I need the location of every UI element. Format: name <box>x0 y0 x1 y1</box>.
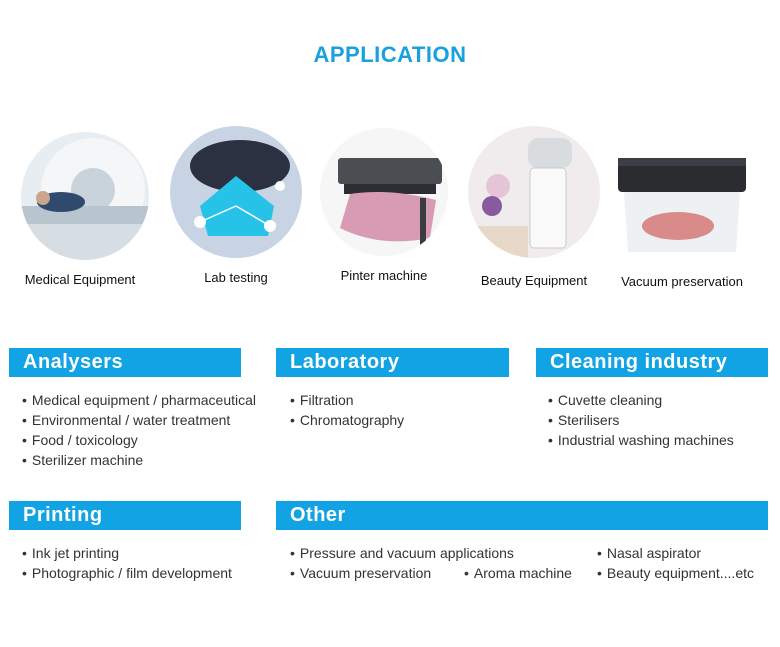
section-header-other: Other <box>276 501 768 530</box>
lab-glove-photo-icon <box>170 126 302 258</box>
list-item: Sterilizer machine <box>22 450 256 470</box>
application-beauty: Beauty Equipment <box>468 126 600 288</box>
cleaning-list: Cuvette cleaning Sterilisers Industrial … <box>548 390 734 450</box>
vacuum-sealer-photo-icon <box>614 130 750 258</box>
list-item: Environmental / water treatment <box>22 410 256 430</box>
section-header-cleaning: Cleaning industry <box>536 348 768 377</box>
application-vacuum: Vacuum preservation <box>612 130 752 289</box>
analysers-list: Medical equipment / pharmaceutical Envir… <box>22 390 256 470</box>
section-header-laboratory: Laboratory <box>276 348 509 377</box>
list-item: Industrial washing machines <box>548 430 734 450</box>
list-item: Cuvette cleaning <box>548 390 734 410</box>
application-lab: Lab testing <box>170 126 302 285</box>
list-item: Food / toxicology <box>22 430 256 450</box>
list-item: Aroma machine <box>464 563 572 583</box>
list-item: Ink jet printing <box>22 543 232 563</box>
printing-list: Ink jet printing Photographic / film dev… <box>22 543 232 583</box>
list-item: Pressure and vacuum applications <box>290 543 514 563</box>
application-medical: Medical Equipment <box>21 132 149 287</box>
section-header-analysers: Analysers <box>9 348 241 377</box>
application-label: Medical Equipment <box>24 272 136 287</box>
list-item: Chromatography <box>290 410 404 430</box>
list-item: Filtration <box>290 390 404 410</box>
application-label: Beauty Equipment <box>480 273 588 288</box>
application-label: Pinter machine <box>340 268 428 283</box>
section-header-printing: Printing <box>9 501 241 530</box>
application-label: Lab testing <box>204 270 268 285</box>
printer-photo-icon <box>320 128 448 256</box>
list-item: Nasal aspirator <box>597 543 701 563</box>
beauty-device-photo-icon <box>468 126 600 258</box>
application-printer: Pinter machine <box>320 128 448 283</box>
laboratory-list: Filtration Chromatography <box>290 390 404 430</box>
list-item: Beauty equipment....etc <box>597 563 754 583</box>
list-item: Vacuum preservation <box>290 563 431 583</box>
page-title: APPLICATION <box>313 42 467 67</box>
application-label: Vacuum preservation <box>621 274 743 289</box>
list-item: Medical equipment / pharmaceutical <box>22 390 256 410</box>
list-item: Sterilisers <box>548 410 734 430</box>
ct-scanner-photo-icon <box>21 132 149 260</box>
list-item: Photographic / film development <box>22 563 232 583</box>
